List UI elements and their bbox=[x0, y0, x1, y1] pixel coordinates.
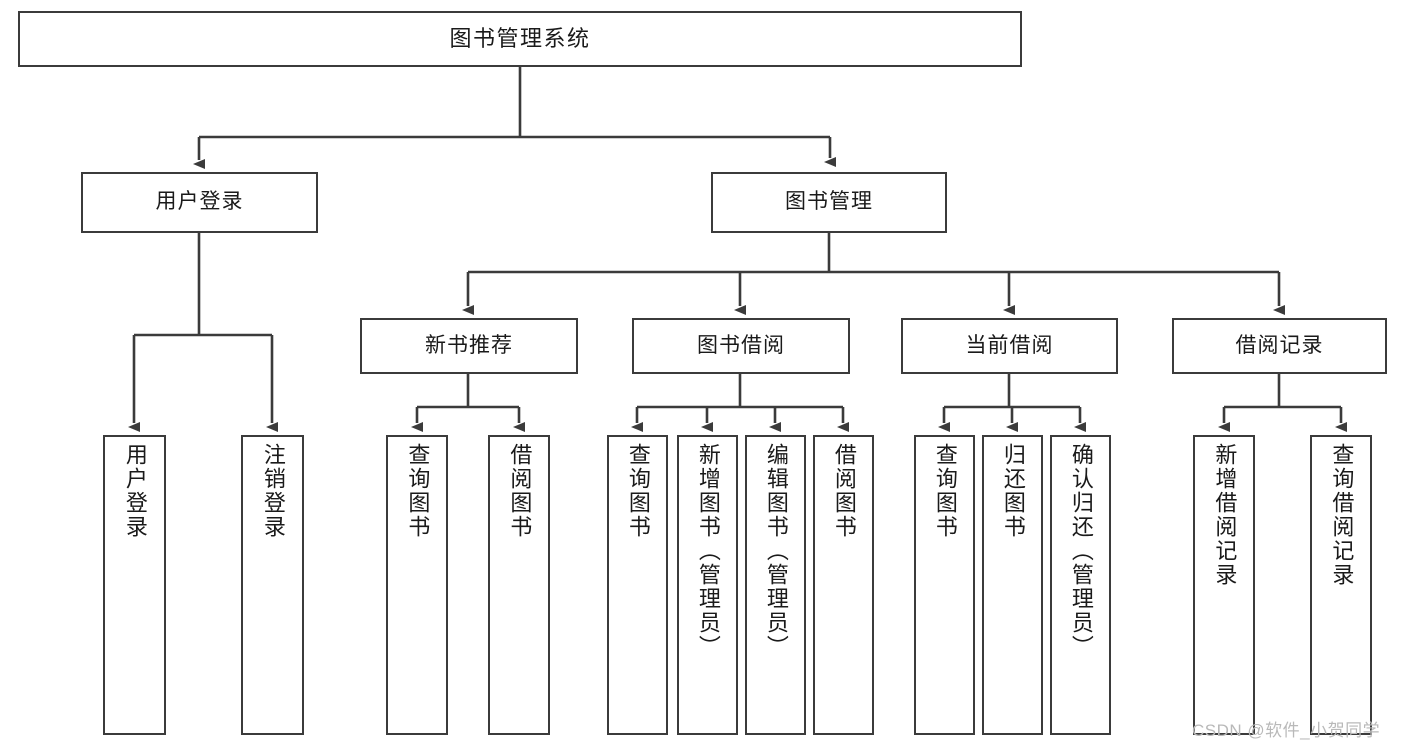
leaf-query-book-current[interactable]: 查询图书 bbox=[914, 435, 975, 735]
leaf-borrow-book-new[interactable]: 借阅图书 bbox=[488, 435, 550, 735]
node-book-borrowing[interactable]: 图书借阅 bbox=[632, 318, 850, 374]
node-label: 编辑图书（管理员） bbox=[763, 443, 789, 659]
leaf-borrow-book[interactable]: 借阅图书 bbox=[813, 435, 874, 735]
node-current-borrowing[interactable]: 当前借阅 bbox=[901, 318, 1118, 374]
leaf-logout[interactable]: 注销登录 bbox=[241, 435, 304, 735]
leaf-edit-book-admin[interactable]: 编辑图书（管理员） bbox=[745, 435, 806, 735]
node-label: 确认归还（管理员） bbox=[1068, 443, 1094, 659]
node-label: 归还图书 bbox=[1000, 443, 1026, 539]
node-label: 用户登录 bbox=[122, 443, 148, 539]
node-book-management[interactable]: 图书管理 bbox=[711, 172, 947, 233]
node-user-login[interactable]: 用户登录 bbox=[81, 172, 318, 233]
node-label: 新书推荐 bbox=[425, 333, 513, 357]
leaf-return-book[interactable]: 归还图书 bbox=[982, 435, 1043, 735]
leaf-add-book-admin[interactable]: 新增图书（管理员） bbox=[677, 435, 738, 735]
node-label: 借阅记录 bbox=[1235, 333, 1324, 357]
leaf-user-login[interactable]: 用户登录 bbox=[103, 435, 166, 735]
node-label: 新增借阅记录 bbox=[1212, 443, 1238, 587]
node-label: 当前借阅 bbox=[965, 333, 1054, 357]
node-label: 查询图书 bbox=[932, 443, 958, 539]
node-label: 查询借阅记录 bbox=[1329, 443, 1355, 587]
leaf-add-borrow-record[interactable]: 新增借阅记录 bbox=[1193, 435, 1255, 735]
node-label: 新增图书（管理员） bbox=[695, 443, 721, 659]
leaf-query-borrow-record[interactable]: 查询借阅记录 bbox=[1310, 435, 1372, 735]
node-label: 查询图书 bbox=[625, 443, 651, 539]
node-label: 借阅图书 bbox=[507, 443, 533, 539]
leaf-query-book-new[interactable]: 查询图书 bbox=[386, 435, 448, 735]
leaf-confirm-return-admin[interactable]: 确认归还（管理员） bbox=[1050, 435, 1111, 735]
node-label: 用户登录 bbox=[155, 190, 244, 214]
node-borrow-records[interactable]: 借阅记录 bbox=[1172, 318, 1387, 374]
node-label: 注销登录 bbox=[260, 443, 286, 539]
node-new-book-recommendation[interactable]: 新书推荐 bbox=[360, 318, 578, 374]
node-label: 图书管理 bbox=[785, 190, 873, 214]
csdn-watermark: CSDN @软件_小贺同学 bbox=[1192, 721, 1381, 740]
node-label: 图书管理系统 bbox=[449, 26, 591, 52]
leaf-query-book-borrow[interactable]: 查询图书 bbox=[607, 435, 668, 735]
node-label: 借阅图书 bbox=[831, 443, 857, 539]
node-label: 图书借阅 bbox=[697, 333, 785, 357]
node-root-system[interactable]: 图书管理系统 bbox=[18, 11, 1022, 67]
node-label: 查询图书 bbox=[405, 443, 431, 539]
